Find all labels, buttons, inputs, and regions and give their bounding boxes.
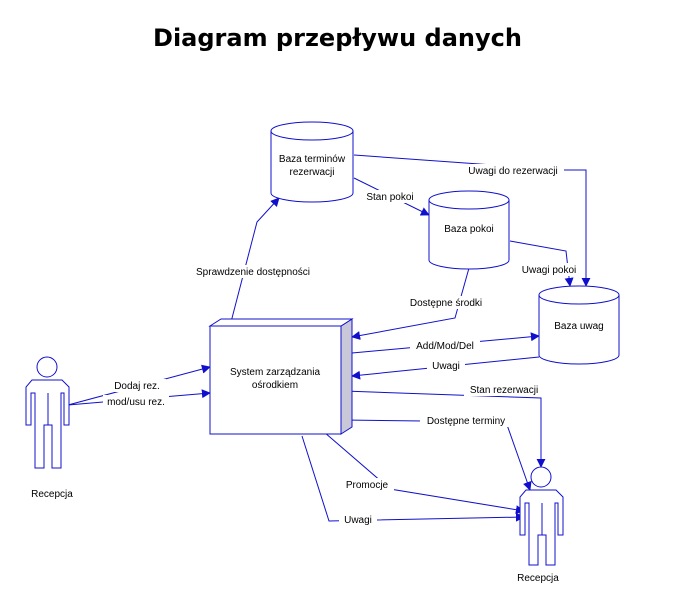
data-store-label: Baza uwag bbox=[554, 321, 603, 332]
flow-label-notes-back: Uwagi bbox=[427, 359, 465, 372]
process-label: ośrodkiem bbox=[252, 380, 298, 391]
flow-label-text: Stan rezerwacji bbox=[470, 385, 538, 396]
flow-line-reservation-state bbox=[343, 390, 546, 468]
flow-line-notes-out bbox=[301, 435, 525, 522]
person-icon bbox=[519, 466, 564, 566]
data-store-reservation-terms: Baza terminów rezerwacji bbox=[270, 121, 354, 203]
flow-label-mod-del-reservation: mod/usu rez. bbox=[103, 395, 169, 408]
flow-label-text: Promocje bbox=[346, 480, 389, 491]
flow-label-notes-to-reservation: Uwagi do rezerwacji bbox=[462, 164, 564, 177]
data-store-label: Baza pokoi bbox=[444, 224, 493, 235]
flow-label-text: Sprawdzenie dostępności bbox=[196, 267, 310, 278]
flow-label-reservation-state: Stan rezerwacji bbox=[464, 383, 544, 396]
flow-label-text: Uwagi bbox=[432, 361, 460, 372]
flow-label-text: mod/usu rez. bbox=[107, 397, 165, 408]
process-label: System zarządzania bbox=[230, 367, 320, 378]
data-store-label: rezerwacji bbox=[289, 167, 334, 178]
flow-label-promotions: Promocje bbox=[340, 478, 394, 491]
data-store-label: Baza terminów bbox=[279, 154, 346, 165]
flow-label-text: Dostępne terminy bbox=[427, 416, 505, 427]
flow-label-text: Dostępne środki bbox=[410, 298, 482, 309]
flow-label-text: Stan pokoi bbox=[366, 192, 413, 203]
actor-label: Recepcja bbox=[31, 489, 73, 500]
flow-label-availability-check: Sprawdzenie dostępności bbox=[190, 265, 316, 278]
actor-reception-left: Recepcja bbox=[25, 356, 73, 500]
flow-label-available-terms: Dostępne terminy bbox=[420, 414, 512, 427]
flow-label-text: Add/Mod/Del bbox=[416, 341, 474, 352]
flow-label-available-resources: Dostępne środki bbox=[406, 296, 486, 309]
flow-label-room-notes: Uwagi pokoi bbox=[518, 263, 580, 276]
person-icon bbox=[25, 356, 70, 469]
flow-label-add-reservation: Dodaj rez. bbox=[108, 379, 166, 392]
data-store-rooms: Baza pokoi bbox=[428, 190, 510, 270]
actor-reception-right: Recepcja bbox=[517, 466, 564, 584]
flow-label-text: Dodaj rez. bbox=[114, 381, 160, 392]
flow-line-promotions bbox=[323, 431, 525, 515]
flow-line-availability-check bbox=[230, 197, 280, 323]
flow-label-text: Uwagi bbox=[344, 515, 372, 526]
page-title: Diagram przepływu danych bbox=[153, 24, 522, 52]
process-management-system: System zarządzania ośrodkiem bbox=[208, 318, 354, 435]
flow-line-notes-to-reservation bbox=[353, 154, 591, 287]
data-store-notes: Baza uwag bbox=[538, 285, 620, 365]
flow-label-text: Uwagi pokoi bbox=[522, 265, 576, 276]
flow-label-notes-out: Uwagi bbox=[339, 513, 377, 526]
flow-label-room-state: Stan pokoi bbox=[362, 190, 418, 203]
flow-line-available-resources bbox=[351, 267, 470, 340]
flow-label-add-mod-del: Add/Mod/Del bbox=[410, 339, 480, 352]
actor-label: Recepcja bbox=[517, 573, 559, 584]
flow-label-text: Uwagi do rezerwacji bbox=[468, 166, 557, 177]
